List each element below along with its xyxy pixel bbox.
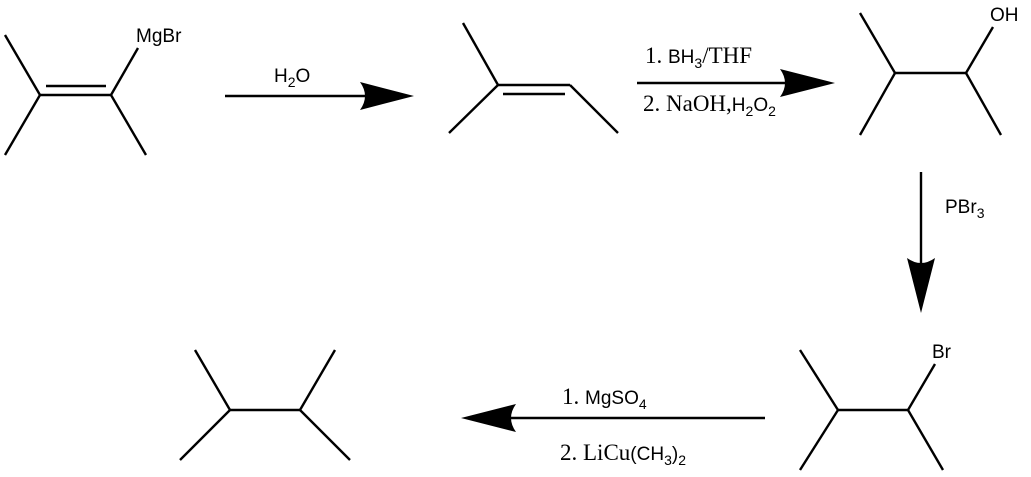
bond [798,349,840,411]
reaction-arrow-2: 1. BH3/THF 2. NaOH,H2O2 [637,43,835,119]
reagent-label-h2o: H2O [274,66,310,90]
arrowhead [461,404,516,432]
reagent-label-bh3-thf: 1. BH3/THF [645,43,752,71]
bond [3,34,42,96]
bond [906,363,937,411]
bond [109,47,140,96]
bond [858,12,897,74]
bond [448,84,499,134]
bond [798,409,840,471]
bond [109,94,148,156]
reagent-label-naoh-h2o2: 2. NaOH,H2O2 [643,91,776,119]
mgbr-label: MgBr [136,26,182,47]
bond [179,409,231,461]
reaction-arrow-4: 1. MgSO4 2. LiCu(CH3)2 [461,384,765,468]
arrowhead [907,258,935,313]
bond [461,22,500,86]
bond [964,72,1003,136]
molecule-product [179,349,351,461]
bond [858,72,897,136]
reagent-label-pbr3: PBr3 [945,197,985,221]
arrowhead [360,82,414,110]
bond [3,94,42,156]
reagent-label-licu: 2. LiCu(CH3)2 [560,440,686,468]
oh-label: OH [990,5,1019,26]
bond [298,349,337,411]
molecule-alcohol: OH [858,5,1019,136]
bond [569,84,619,134]
reaction-arrow-1: H2O [225,66,414,110]
reagent-label-mgso4: 1. MgSO4 [562,384,647,412]
molecule-alkyl-bromide: Br [798,342,952,471]
molecule-grignard-reagent: MgBr [3,26,182,156]
molecule-alkene [448,22,619,134]
arrowhead [780,69,835,97]
reaction-arrow-3: PBr3 [907,172,985,313]
bond [193,349,232,411]
bond [964,26,995,74]
bond [299,409,351,461]
bond [906,409,945,471]
br-label: Br [932,342,952,363]
